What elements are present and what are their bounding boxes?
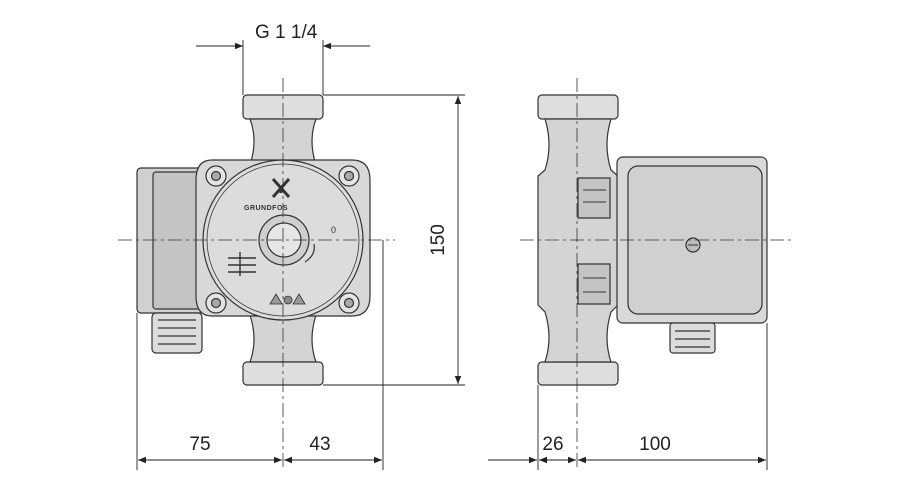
cable-gland [151,312,203,354]
impeller-ribs-top [577,177,611,219]
dimension-lines [136,40,768,470]
side-bottom-flange [537,361,619,386]
dial-mark: 0 [331,225,336,235]
dim-43-label: 43 [309,434,330,455]
height-label: 150 [428,224,449,256]
side-centerlines [520,78,795,470]
side-pipe-body [537,118,619,363]
speed-selector-marks [228,252,256,276]
brand-label: GRUNDFOS [244,205,288,212]
impeller-ribs-bottom [577,263,611,305]
warning-icon [269,293,283,305]
grundfos-x-icon [271,178,291,198]
label-symbol-icon [283,295,293,305]
side-cable-gland [669,322,716,354]
front-centerlines [118,78,395,470]
side-top-flange [537,94,619,120]
thread-size-label: G 1 1/4 [255,22,318,43]
dim-26-label: 26 [542,434,563,455]
grundfos-logo: GRUNDFOS [244,178,291,212]
direction-arrow-icon [304,243,315,263]
dim-75-label: 75 [189,434,210,455]
dim-100-label: 100 [639,434,671,455]
terminal-box-inner [152,171,202,310]
